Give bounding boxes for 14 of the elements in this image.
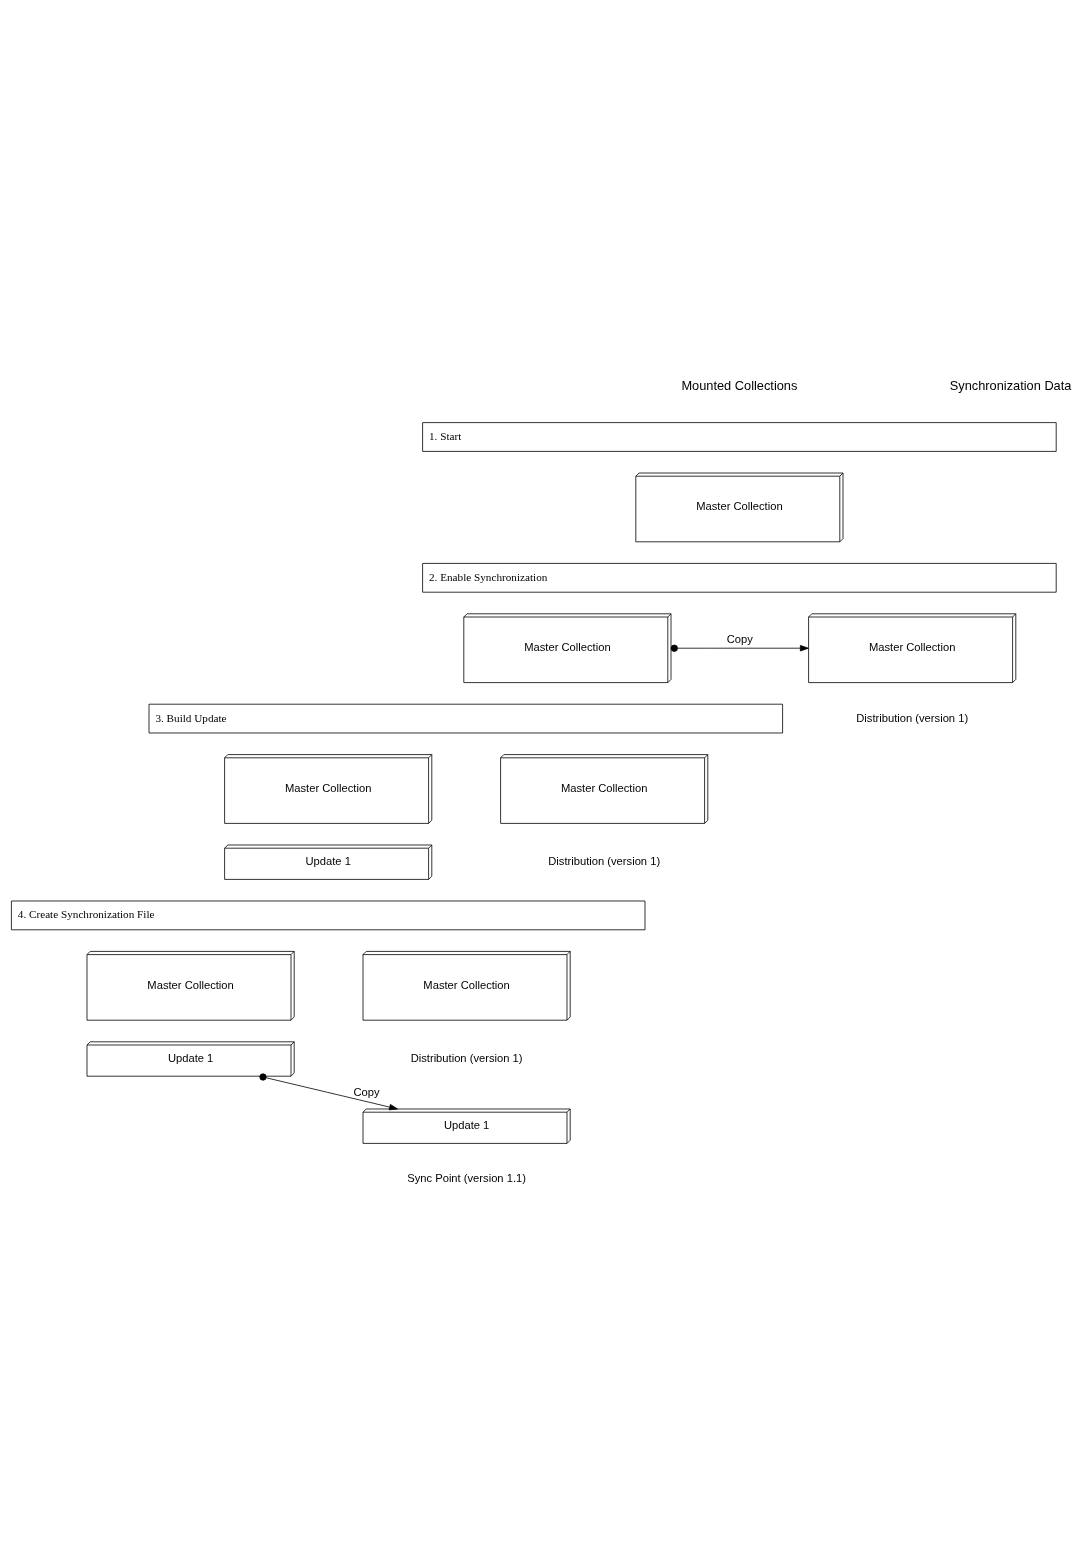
node-box: 3. Build Update [148,703,783,734]
node-box: 4. Create Synchronization File [11,900,646,931]
arrow [259,1073,398,1111]
node-label: Distribution (version 1) [410,1051,523,1064]
node-label: Distribution (version 1) [856,711,969,724]
label: Mounted Collections [681,377,798,393]
edge-label: Copy [726,632,753,645]
node-label: Distribution (version 1) [548,855,661,868]
label: Synchronization Data [949,377,1072,393]
node-box: 2. Enable Synchronization [422,563,1057,593]
node-box: 1. Start [422,422,1057,452]
arrow [670,644,809,652]
edge-label: Copy [353,1085,380,1098]
node-label: Sync Point (version 1.1) [407,1172,526,1185]
